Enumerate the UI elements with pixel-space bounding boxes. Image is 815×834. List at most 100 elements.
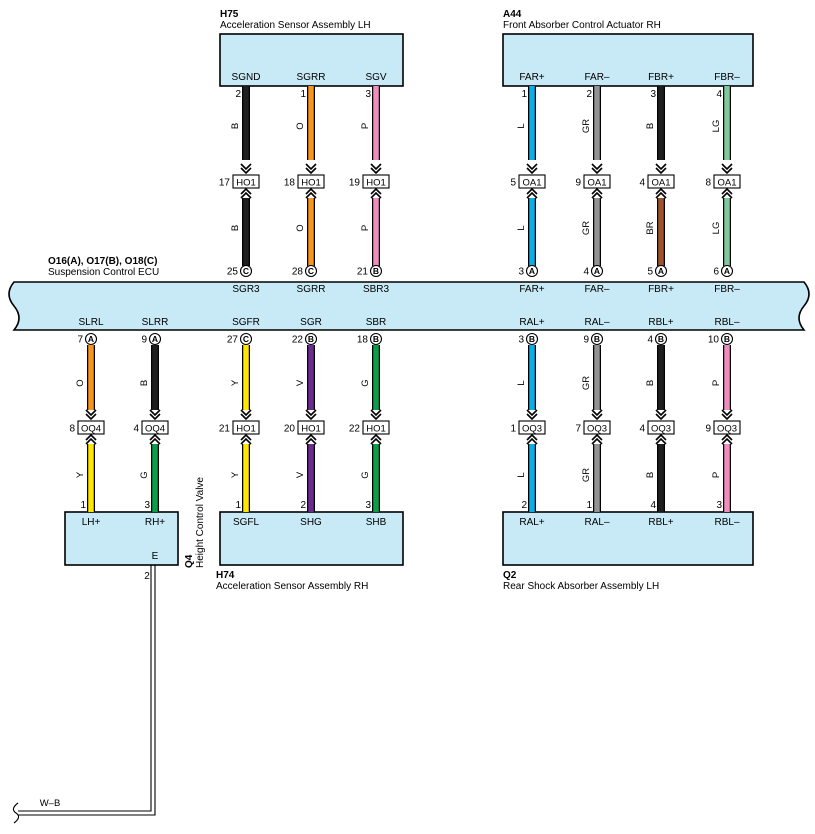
top-wire-3-src-pin: 3 [365, 89, 371, 100]
top-wire-7-src-pin: 4 [716, 89, 722, 100]
bottom-wire-2-chevron-down-icon [149, 409, 161, 421]
bottom-wire-6-dst-sig: RAL+ [519, 517, 544, 528]
wires-layer: HO117C25SGND2SGR3BBHO118C28SGRR1SGRROOHO… [69, 72, 741, 528]
bottom-wire-5-connector-label: HO1 [366, 424, 386, 435]
bottom-wire-7-connector-box [583, 420, 611, 435]
bottom-wire-6-connector-box [518, 420, 546, 435]
bottom-wire-6-connector-pin: 1 [510, 424, 516, 435]
component-ecu: O16(A), O17(B), O18(C) Suspension Contro… [8, 256, 810, 331]
bottom-wire-1-dst-sig: LH+ [82, 517, 101, 528]
bottom-wire-3-connector-box [232, 420, 260, 435]
top-wire-3-color-lower: P [360, 225, 371, 231]
bottom-wire-1-chevron-down-icon [85, 409, 97, 421]
bottom-wire-1-connector-box [77, 420, 105, 435]
component-q4: E Q4 Height Control Valve 2 [64, 477, 206, 582]
bottom-wire-4-color-upper: V [295, 379, 306, 386]
top-wire-3-color-upper: P [360, 123, 371, 129]
top-wire-7-ecu-letter: A [724, 266, 730, 276]
bottom-wire-7-color-upper: GR [581, 376, 592, 390]
top-wire-6-connector-pin: 4 [639, 178, 645, 189]
bottom-wire-3-ecu-letter: C [243, 334, 249, 344]
ground-wire: W–B [12, 565, 156, 824]
bottom-wire-8-dst-sig: RBL+ [648, 517, 673, 528]
q2-code: Q2 [503, 570, 517, 581]
top-wire-4-src-sig: FAR+ [519, 72, 544, 83]
bottom-wire-9-dst-pin: 3 [716, 500, 722, 511]
top-wire-7-src-sig: FBR– [714, 72, 740, 83]
bottom-wire-3-connector-pin: 21 [219, 424, 231, 435]
top-wire-2-connector-pin: 18 [284, 178, 296, 189]
bottom-wire-5-color-lower: G [360, 471, 371, 478]
top-wire-5-chevron-down-icon [591, 163, 603, 175]
bottom-wire-8-connector-pin: 4 [639, 424, 645, 435]
bottom-wire-3-color-lower: Y [230, 471, 241, 478]
bottom-wire-7-chevron-down-icon [591, 409, 603, 421]
top-wire-2-ecu-sig: SGRR [297, 284, 326, 295]
bottom-wire-9-color-upper: P [711, 380, 722, 386]
q2-name: Rear Shock Absorber Assembly LH [503, 581, 659, 592]
bottom-wire-6-ecu-sig: RAL+ [519, 317, 544, 328]
component-q2: Q2 Rear Shock Absorber Assembly LH [502, 511, 754, 592]
bottom-wire-1-color-lower: Y [75, 471, 86, 478]
bottom-wire-7-dst-pin: 1 [586, 500, 592, 511]
bottom-wire-7-connector-pin: 7 [575, 424, 581, 435]
bottom-wire-9-dst-sig: RBL– [714, 517, 739, 528]
top-wire-1-src-pin: 2 [235, 89, 241, 100]
bottom-wire-1-connector-label: OQ4 [81, 424, 101, 435]
top-wire-4-connector-box [518, 174, 546, 189]
bottom-wire-5-dst-sig: SHB [366, 517, 387, 528]
top-wire-4-chevron-up-icon [526, 187, 538, 199]
top-wire-4-src-pin: 1 [521, 89, 527, 100]
top-wire-3-ecu-letter: B [373, 266, 379, 276]
top-wire-5-ecu-circle [590, 264, 604, 278]
bottom-wire-3-chevron-up-icon [240, 433, 252, 445]
top-wire-3-ecu-sig: SBR3 [363, 284, 390, 295]
bottom-wire-3-color-upper: Y [230, 379, 241, 386]
top-wire-5-ecu-pin: 4 [583, 267, 589, 278]
bottom-wire-2-color-upper: B [139, 380, 150, 386]
bottom-wire-2-chevron-up-icon [149, 433, 161, 445]
top-wire-6-color-lower: BR [645, 221, 656, 234]
bottom-wire-2-connector-label: OQ4 [145, 424, 165, 435]
bottom-wire-1-dst-pin: 1 [80, 500, 86, 511]
bottom-wire-6-ecu-letter: B [529, 334, 535, 344]
bottom-wire-7-color-lower: GR [581, 468, 592, 482]
top-wire-2-chevron-up-icon [305, 187, 317, 199]
ecu-name: Suspension Control ECU [48, 267, 159, 278]
top-wire-3-chevron-up-icon [370, 187, 382, 199]
bottom-wire-6-dst-pin: 2 [521, 500, 527, 511]
bottom-wire-1-connector-pin: 8 [69, 424, 75, 435]
top-wire-1-connector-box [232, 174, 260, 189]
top-wire-1-chevron-up-icon [240, 187, 252, 199]
bottom-wire-9-ecu-circle [720, 332, 734, 346]
top-wire-6-ecu-circle [654, 264, 668, 278]
top-wire-1-connector-label: HO1 [236, 178, 256, 189]
top-wire-5-ecu-sig: FAR– [584, 284, 609, 295]
bottom-wire-9-connector-pin: 9 [705, 424, 711, 435]
component-h74: H74 Acceleration Sensor Assembly RH [216, 511, 404, 592]
bottom-wire-4-dst-pin: 2 [300, 500, 306, 511]
q2-box [502, 511, 754, 566]
bottom-wire-6-chevron-up-icon [526, 433, 538, 445]
top-wire-5-color-lower: GR [581, 221, 592, 235]
top-wire-7-color-lower: LG [711, 222, 722, 235]
top-wire-6-connector-label: OA1 [651, 178, 670, 189]
bottom-wire-4-connector-box [297, 420, 325, 435]
top-wire-4-ecu-letter: A [529, 266, 535, 276]
q4-ground-pin: 2 [144, 571, 150, 582]
top-wire-4-ecu-pin: 3 [518, 267, 524, 278]
bottom-wire-5-ecu-circle [369, 332, 383, 346]
bottom-wire-3-ecu-sig: SGFR [232, 317, 260, 328]
bottom-wire-4-ecu-sig: SGR [300, 317, 322, 328]
bottom-wire-4-color-lower: V [295, 471, 306, 478]
top-wire-2-color-upper: O [295, 122, 306, 129]
top-wire-6-ecu-letter: A [658, 266, 664, 276]
bottom-wire-3-dst-sig: SGFL [233, 517, 260, 528]
bottom-wire-9-chevron-down-icon [721, 409, 733, 421]
bottom-wire-7-connector-label: OQ3 [587, 424, 607, 435]
bottom-wire-7-ecu-sig: RAL– [584, 317, 609, 328]
bottom-wire-9-connector-label: OQ3 [717, 424, 737, 435]
bottom-wire-2-dst-pin: 3 [144, 500, 150, 511]
bottom-wire-8-color-lower: B [645, 472, 656, 478]
h74-code: H74 [216, 570, 235, 581]
